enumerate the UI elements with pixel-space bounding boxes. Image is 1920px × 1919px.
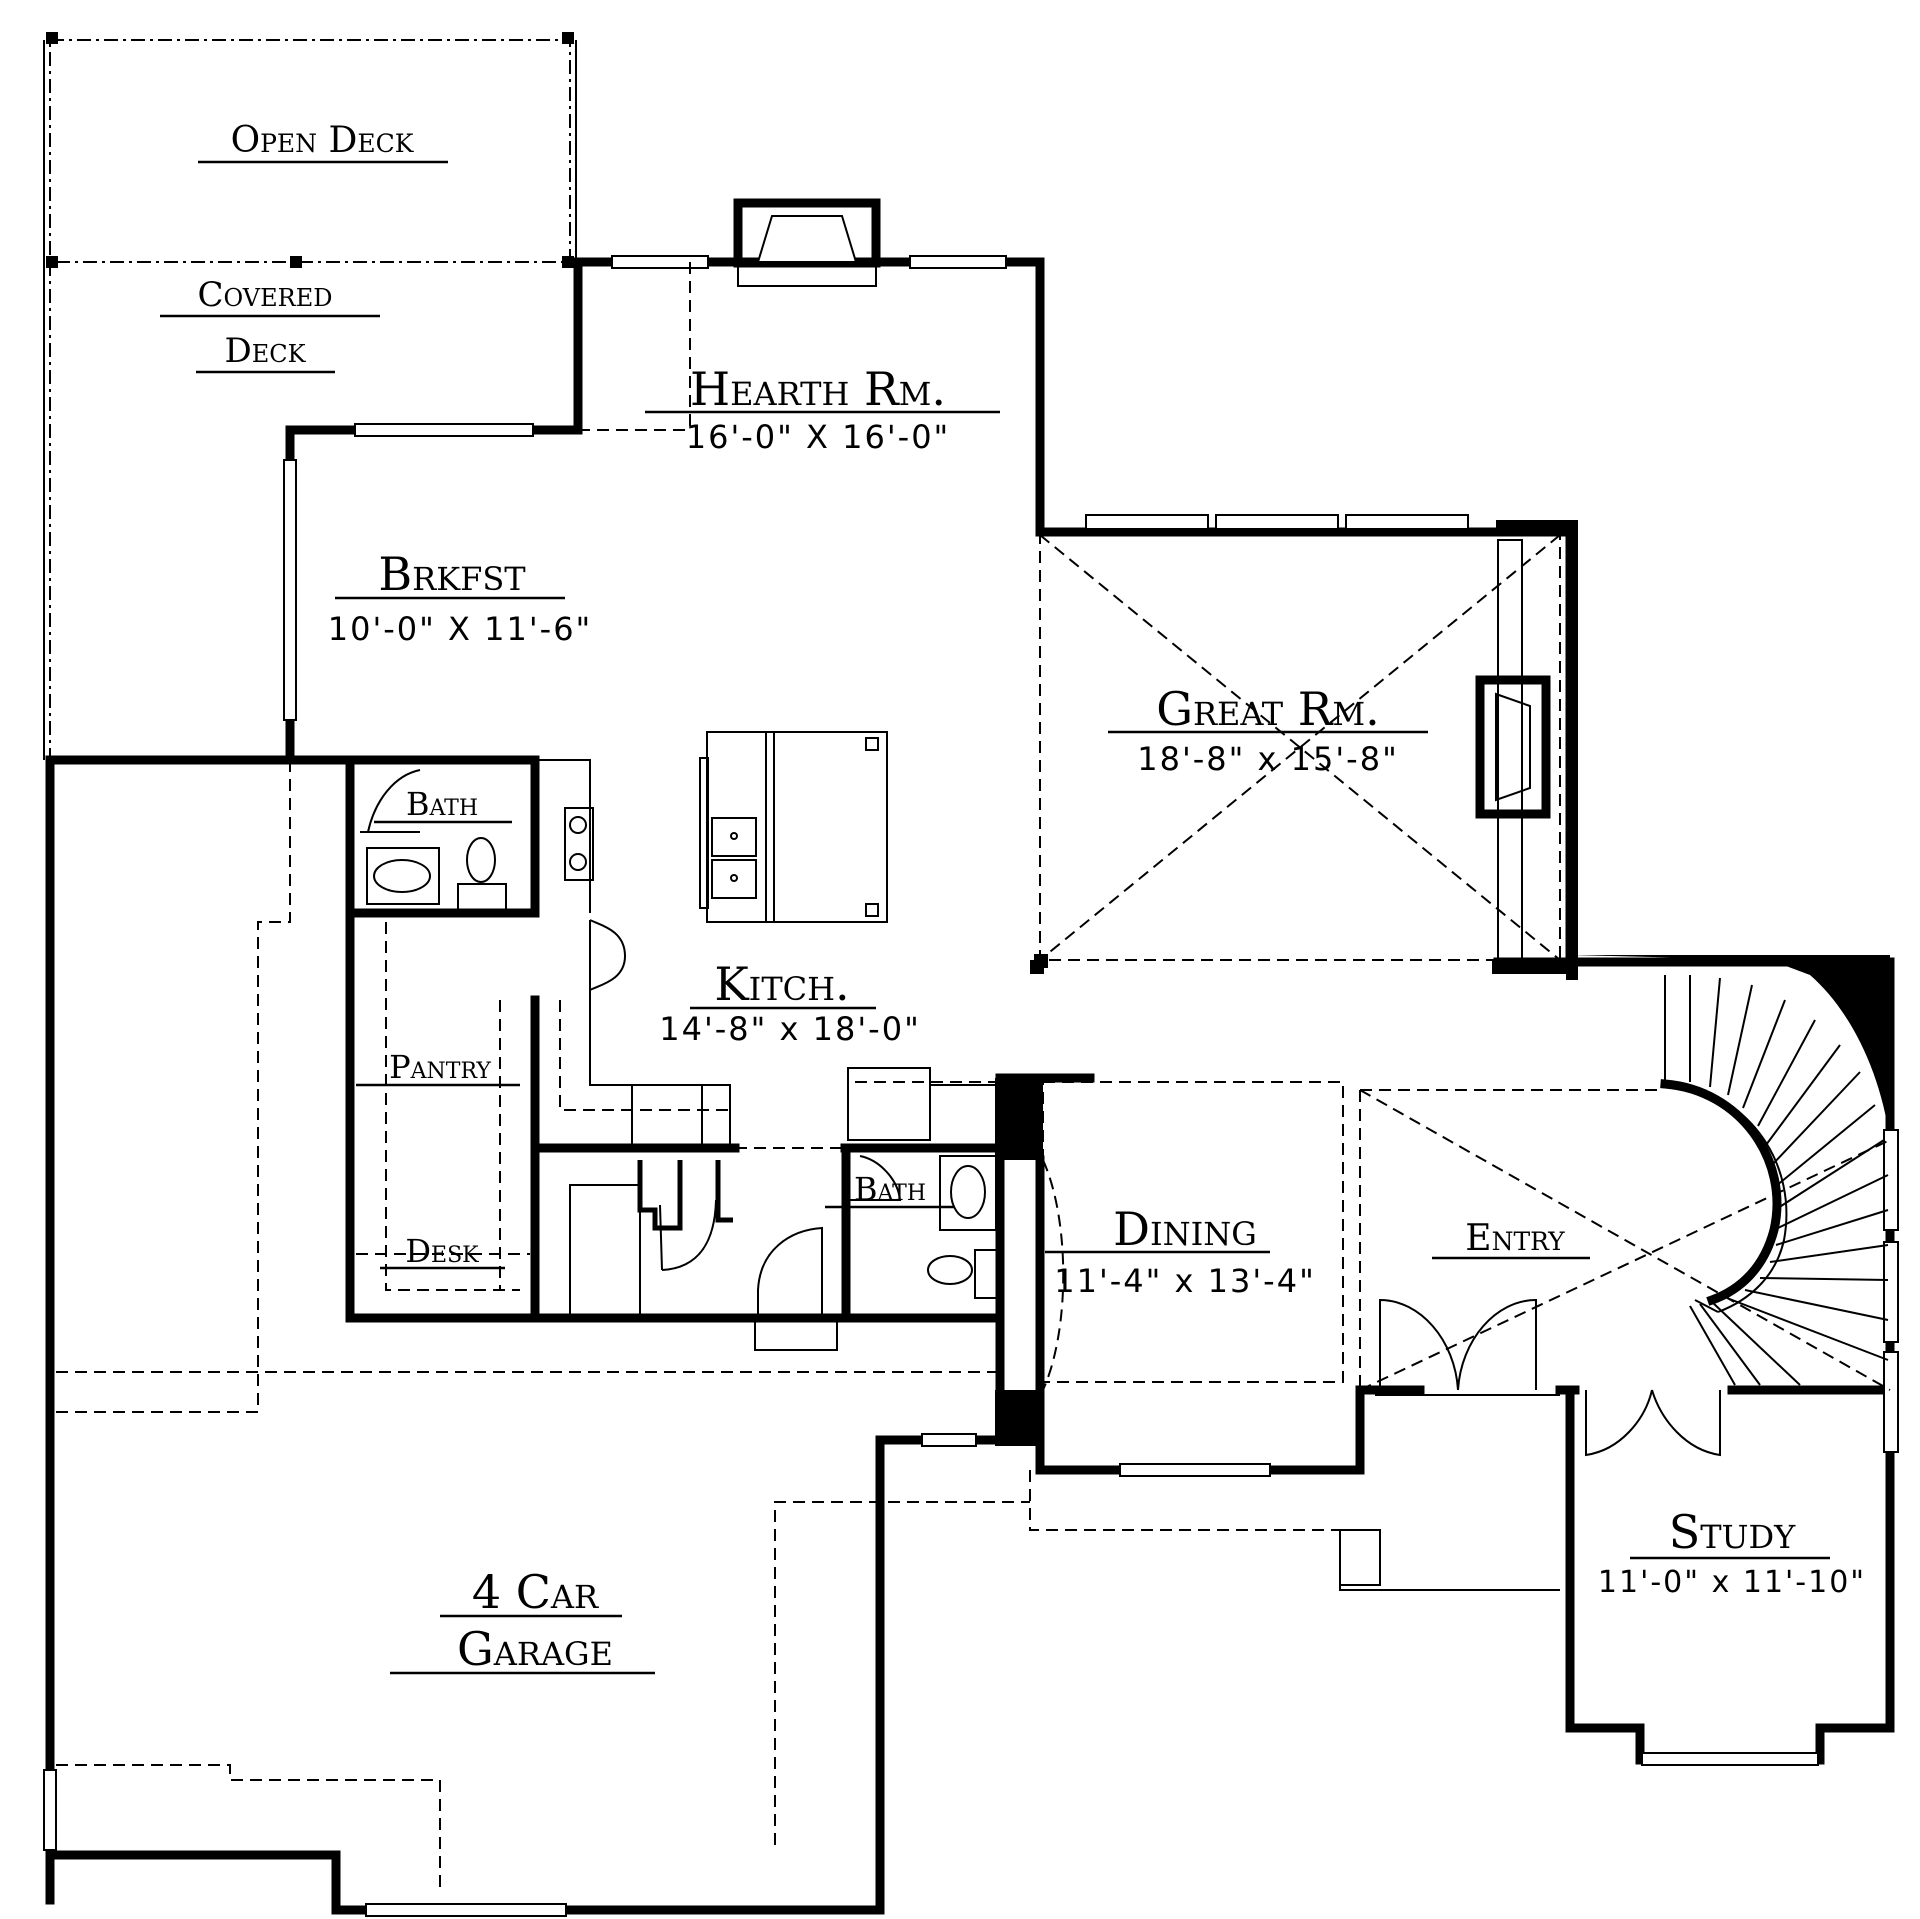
great-room-size: 18'-8" x 15'-8": [1137, 740, 1399, 778]
great-room-label: Great Rm.: [1156, 682, 1380, 736]
open-deck: [43, 32, 577, 268]
upper-bath-label: Bath: [406, 785, 478, 823]
dashed-overhead-lines: [56, 262, 1891, 1890]
kitchen-counters: [535, 759, 1000, 1149]
brkfst-label: Brkfst: [378, 547, 526, 601]
pantry-label: Pantry: [389, 1048, 491, 1086]
windows: [43, 255, 1899, 1917]
great-room-fireplace: [1475, 539, 1551, 961]
study-label: Study: [1669, 1505, 1796, 1559]
hearth-room-size: 16'-0" X 16'-0": [686, 418, 951, 456]
hearth-room-label: Hearth Rm.: [690, 362, 946, 416]
dining-size: 11'-4" x 13'-4": [1054, 1262, 1316, 1300]
brkfst-size: 10'-0" X 11'-6": [328, 610, 593, 648]
lower-bath-label: Bath: [854, 1170, 926, 1208]
desk-label: Desk: [405, 1232, 479, 1270]
garage-label-1: 4 Car: [472, 1565, 599, 1619]
kitchen-size: 14'-8" x 18'-0": [659, 1010, 921, 1048]
hearth-fireplace: [733, 198, 881, 287]
covered-deck-label-1: Covered: [198, 275, 333, 315]
open-deck-label: Open Deck: [231, 120, 415, 161]
upper-bath-fixtures: [360, 769, 507, 911]
kitchen-label: Kitch.: [714, 957, 849, 1011]
covered-deck-label-2: Deck: [224, 331, 306, 371]
kitchen-island: [699, 731, 888, 923]
room-labels: Open Deck Covered Deck Hearth Rm. 16'-0"…: [160, 120, 1866, 1676]
study-size: 11'-0" x 11'-10": [1598, 1565, 1866, 1600]
garage-label-2: Garage: [457, 1622, 613, 1676]
dining-label: Dining: [1113, 1202, 1257, 1256]
curved-stair: [1664, 975, 1889, 1386]
interior-walls: [285, 755, 1782, 1733]
solid-walls: [995, 520, 1890, 1446]
lower-bath-fixtures: [846, 1155, 998, 1299]
covered-deck: [43, 262, 51, 760]
entry-label: Entry: [1465, 1218, 1565, 1259]
doors: [569, 1160, 1721, 1591]
